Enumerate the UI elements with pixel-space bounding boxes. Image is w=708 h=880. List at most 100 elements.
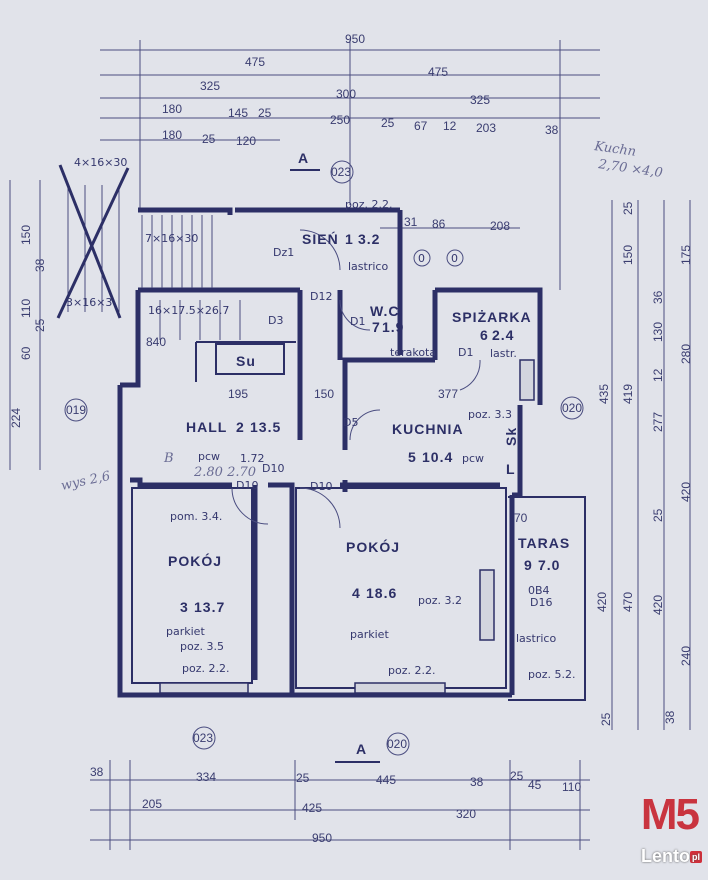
room-hall-letter: B [163,451,174,466]
room-taras-floor: lastrico [516,632,556,645]
dim-bottom-r1-5: 38 [470,775,484,789]
room-pokoj-4-number: 4 [352,585,361,601]
bottom-dimension-lines [90,760,590,850]
dim-left-2: 38 [33,258,47,272]
dim-left-1: 150 [19,225,33,245]
dim-right-outer-3: 435 [597,384,611,404]
dim-right-outer-7: 420 [595,592,609,612]
room-pokoj-3-floor: parkiet [166,625,205,638]
room-taras-area: 7.0 [538,557,560,573]
dim-right-inner-4: 130 [651,322,665,342]
dim-right-inner-5: 12 [651,368,665,382]
room-taras-d2: D16 [530,596,552,609]
axis-bubble-bottom-right [386,732,410,756]
dim-bottom-r1-8: 110 [562,780,581,794]
kitchen-l-label: L [506,461,516,477]
room-spizarka: SPIŻARKA 6 2.4 lastr. [452,309,532,360]
dim-bottom-r1-1: 38 [90,765,104,779]
dim-right-inner-1: 25 [621,201,635,215]
brand-m5: M5 [640,790,700,839]
dim-right-outer-10: 25 [599,712,613,726]
dim-right-inner-3: 36 [651,290,665,304]
dim-top-r5-1: 180 [162,128,182,142]
dim-right-inner-2: 150 [621,245,635,265]
axis-bubble-right [560,396,584,420]
windows [159,359,535,694]
dim-top-r4-3: 25 [258,106,272,120]
room-sien-floor: lastrico [348,260,388,273]
dim-150: 150 [314,387,334,401]
dim-377: 377 [438,387,458,401]
room-sien-name: SIEŃ [302,231,339,247]
su-label: Su [236,353,256,369]
room-hall-name: HALL [186,419,227,435]
axis-left-label: 019 [66,403,86,417]
door-label-7: D10 [236,479,258,492]
room-kuchnia-number: 5 [408,449,417,465]
handwritten-note-1: Kuchn [592,139,636,160]
dim-top-r6-3: 208 [490,219,510,233]
dim-bottom-r2-1: 205 [142,797,162,811]
dim-top-r4-2: 145 [228,106,248,120]
door-label-9: D10 [310,480,332,493]
door-swings [231,229,481,529]
axis-right-label: 020 [562,401,582,415]
room-hall-area: 13.5 [250,419,281,435]
axis-bubble-top [330,160,354,184]
door-label-8: D10 [262,462,284,475]
room-kuchnia: KUCHNIA 5 10.4 pcw poz. 3.3 Sk L [392,408,519,477]
dim-top-r4-7: 12 [443,119,457,133]
dim-top-r6-1: 31 [404,215,418,229]
kitchen-sink-label: Sk [503,427,519,446]
room-pokoj-3: pom. 3.4. POKÓJ 3 13.7 parkiet poz. 3.5 … [166,510,229,675]
room-pokoj-3-poz1: poz. 3.5 [180,640,224,653]
dim-bottom-r1-2: 334 [196,770,216,784]
dim-right-outer-4: 419 [621,384,635,404]
stairs [67,185,241,340]
section-mark-bottom: A [356,741,367,757]
dim-left-4: 25 [33,318,47,332]
stair-number: 840 [146,335,166,349]
dim-top-r5-2: 25 [202,132,216,146]
dim-top-r4-9: 38 [545,123,559,137]
room-spizarka-floor: lastr. [490,347,517,360]
door-label-5: D1 [458,346,473,359]
crossed-out-stairs [56,164,130,319]
dim-bottom-r2-2: 425 [302,801,322,815]
dim-left-3: 110 [19,299,33,318]
axis-bubble-left [64,398,88,422]
dim-right-outer-8: 240 [679,646,693,666]
dim-bottom-r1-3: 25 [296,771,310,785]
room-hall-note: pcw [198,450,220,463]
room-taras-number: 9 [524,557,533,573]
dim-top-total: 950 [345,32,365,46]
dim-top-r4-4: 250 [330,113,350,127]
room-pokoj-3-pom: pom. 3.4. [170,510,222,523]
room-sien-number: 1 [345,231,354,247]
room-pokoj-4-floor: parkiet [350,628,389,641]
marker-circle-1 [413,249,431,267]
section-mark-top: A [298,150,309,166]
room-wc-number: 7 [372,319,381,335]
room-spizarka-name: SPIŻARKA [452,309,532,325]
dim-top-r6-2: 86 [432,217,446,231]
room-pokoj-3-area: 13.7 [194,599,225,615]
marker-circle-2 [446,249,464,267]
dim-top-r4-1: 180 [162,102,182,116]
room-spizarka-area: 2.4 [492,327,514,343]
dim-top-r3-2: 300 [336,87,356,101]
dim-bottom-r1-4: 445 [376,773,396,787]
marker-circle-1-label: 0 [418,252,425,265]
door-label-2: D12 [310,290,332,303]
room-hall-value: 1.72 [240,452,265,465]
door-label-4: D1 [350,315,365,328]
room-hall-number: 2 [236,419,245,435]
dim-top-r4-6: 67 [414,119,428,133]
dim-bottom-r1-6: 25 [510,769,524,783]
dim-bottom-r2-3: 320 [456,807,476,821]
dim-right-outer-9: 38 [663,710,677,724]
top-dimension-lines [100,40,600,290]
